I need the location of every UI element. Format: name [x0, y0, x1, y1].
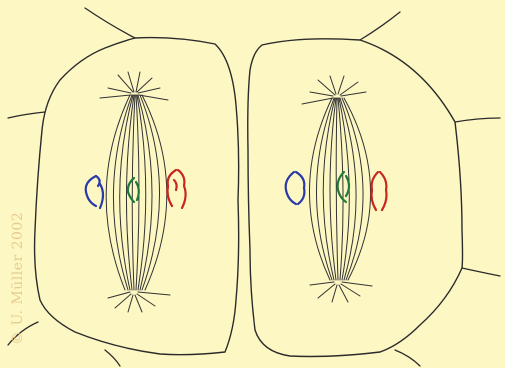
- aster-ray: [100, 95, 131, 98]
- aster-ray: [138, 88, 160, 93]
- spindle-fiber: [330, 98, 336, 280]
- chromosome-red: [168, 170, 186, 208]
- aster-ray: [115, 294, 131, 308]
- aster-ray: [137, 294, 155, 306]
- aster-ray: [118, 75, 133, 92]
- aster-ray: [108, 88, 131, 93]
- aster-ray: [302, 98, 333, 104]
- tissue-lines: [8, 8, 500, 366]
- aster-ray: [138, 292, 170, 295]
- left-chromosomes: [86, 170, 186, 208]
- aster-ray: [128, 295, 133, 312]
- copyright-watermark: © U. Müller 2002: [10, 212, 26, 345]
- aster-ray: [310, 282, 334, 285]
- spindle-fiber: [132, 95, 135, 290]
- chromosome-blue: [286, 172, 305, 204]
- aster-ray: [135, 295, 142, 312]
- left-spindle: [100, 72, 170, 312]
- aster-ray: [310, 92, 333, 96]
- tissue-line: [105, 350, 120, 366]
- aster-ray: [332, 285, 337, 302]
- aster-ray: [318, 284, 335, 298]
- aster-ray: [340, 82, 358, 95]
- tissue-line: [462, 268, 500, 276]
- tissue-line: [360, 12, 400, 40]
- tissue-line: [8, 112, 45, 118]
- chromosome-green: [128, 178, 139, 202]
- tissue-line: [85, 8, 135, 38]
- right-cell-outline: [248, 39, 463, 357]
- aster-ray: [341, 92, 366, 96]
- aster-ray: [342, 282, 372, 286]
- chromosome-red: [372, 172, 387, 210]
- tissue-line: [455, 118, 500, 122]
- tissue-line: [395, 350, 420, 366]
- left-cell-outline: [35, 38, 239, 355]
- aster-ray: [136, 72, 140, 92]
- aster-ray: [338, 76, 344, 94]
- chromosome-blue: [86, 176, 103, 208]
